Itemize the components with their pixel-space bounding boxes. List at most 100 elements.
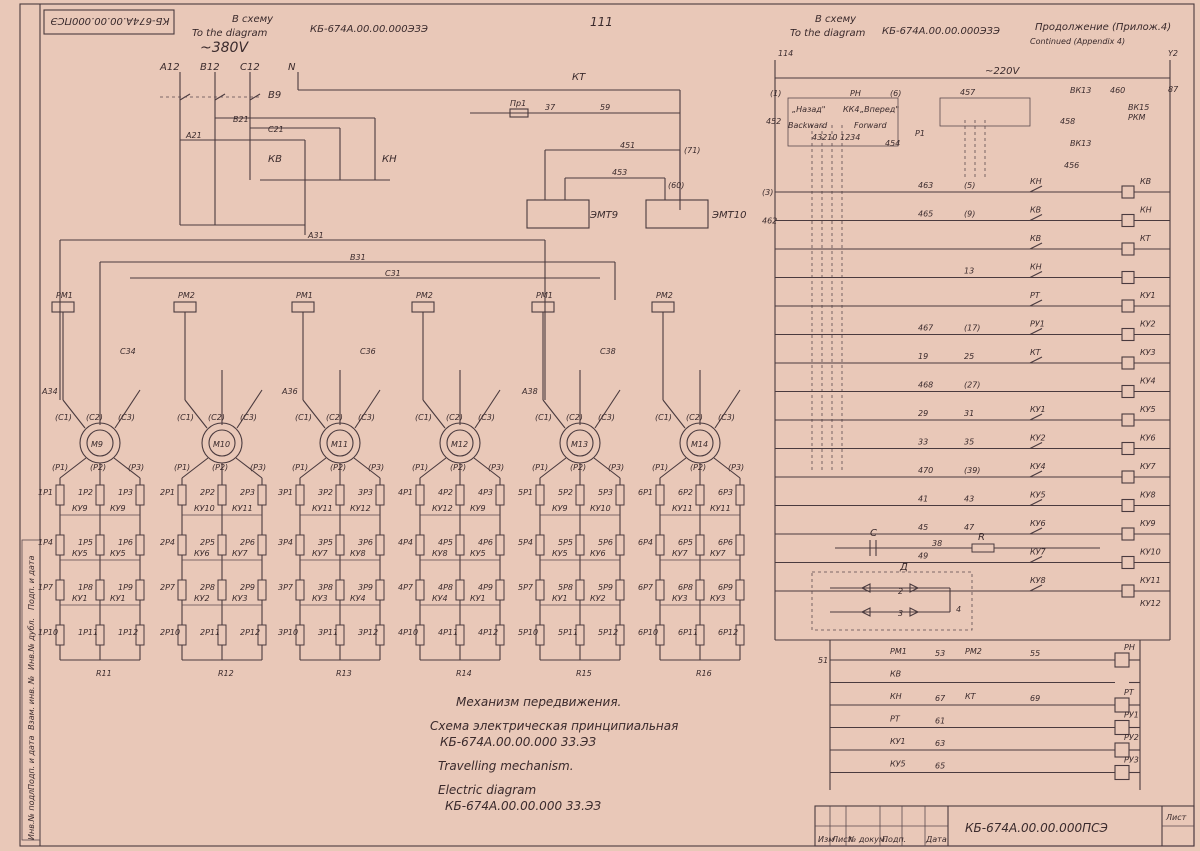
caption-code-ru: КБ-674А.00.00.000 33.ЭЗ — [440, 735, 596, 749]
motor-label: М13 — [571, 440, 588, 449]
contact — [1029, 214, 1043, 221]
resistor-label: 5Р5 — [558, 538, 573, 547]
motor-label: М10 — [213, 440, 230, 449]
rotor-label: (Р3) — [250, 463, 266, 472]
row-coil-label: КУ5 — [1140, 405, 1156, 414]
row-mark-label: (5) — [964, 181, 975, 190]
coil-box — [1121, 242, 1135, 256]
bottom-c1-label: КУ1 — [890, 737, 906, 746]
bottom-c2-label: РМ2 — [965, 647, 982, 656]
phase-label: (С1) — [655, 413, 672, 422]
resistor — [535, 484, 545, 506]
continuation-ru: Продолжение (Прилож.4) — [1035, 22, 1171, 33]
bottom-w1-label: 65 — [935, 762, 945, 771]
contact — [1029, 328, 1043, 335]
phase-label: (С2) — [566, 413, 583, 422]
phase-label: (С1) — [535, 413, 552, 422]
coil-box — [1114, 764, 1130, 781]
resistor — [295, 624, 305, 646]
resistor-group-label: R13 — [336, 669, 352, 678]
contact-label: КУ7 — [232, 549, 249, 558]
resistor-label: 2Р7 — [160, 583, 176, 592]
row-coil-label: КУ10 — [1140, 548, 1161, 557]
svg-text:„Вперед": „Вперед" — [860, 105, 899, 114]
rotor-label: (Р3) — [488, 463, 504, 472]
resistor-label: 1Р5 — [78, 538, 93, 547]
cap-label: С34 — [120, 347, 136, 356]
right-ref-ru: В схему — [815, 14, 857, 25]
rm-label: РМ1 — [536, 291, 553, 300]
resistor-label: 6Р12 — [718, 628, 738, 637]
resistor-label: 6Р3 — [718, 488, 733, 497]
svg-text:Пр1: Пр1 — [510, 99, 526, 108]
svg-text:А31: А31 — [307, 231, 324, 240]
rotor-label: (Р3) — [368, 463, 384, 472]
resistor-label: 6Р10 — [638, 628, 658, 637]
resistor — [535, 534, 545, 556]
rm-relay — [651, 301, 675, 313]
resistor-label: 2Р2 — [200, 488, 215, 497]
contact — [1029, 413, 1043, 421]
rm-relay — [291, 301, 315, 313]
svg-text:В12: В12 — [200, 62, 220, 73]
resistor — [575, 579, 585, 601]
motor-groups: РМ1С34А34(С1)(С2)(С3)М9(Р1)(Р2)(Р3)1Р11Р… — [38, 291, 745, 678]
resistor — [55, 624, 65, 646]
left-strip-labels: Инв.№ подл. Подп. и дата Взам. инв. № Ин… — [27, 555, 36, 840]
svg-text:С12: С12 — [240, 62, 260, 73]
contact — [1029, 527, 1043, 535]
motor-group-4: РМ2(С1)(С2)(С3)М12(Р1)(Р2)(Р3)4Р14Р44Р74… — [398, 291, 505, 678]
rm-relay — [531, 301, 555, 313]
resistor-label: 4Р3 — [478, 488, 493, 497]
resistor — [455, 624, 465, 646]
row-contact-label: КУ7 — [1030, 548, 1047, 557]
rc-bridge — [811, 540, 1100, 631]
svg-text:А12: А12 — [159, 62, 180, 73]
contact — [1029, 356, 1043, 364]
coil-box — [1121, 441, 1135, 456]
resistor — [415, 624, 425, 646]
svg-text:Взам. инв. №: Взам. инв. № — [27, 676, 36, 730]
contact-label: КУ8 — [432, 549, 448, 558]
row-wire-label: 41 — [918, 495, 928, 504]
svg-text:(71): (71) — [684, 146, 700, 155]
svg-text:3: 3 — [898, 609, 903, 618]
phase-label: (С2) — [686, 413, 703, 422]
rm-relay — [173, 301, 197, 313]
resistor-label: 3Р4 — [278, 538, 293, 547]
row-coil-label: КТ — [1140, 234, 1152, 243]
resistor-label: 2Р3 — [240, 488, 255, 497]
svg-text:N: N — [288, 62, 296, 73]
row-wire-label: 467 — [918, 324, 934, 333]
row-mark-label: (17) — [964, 324, 980, 333]
svg-text:Подп.: Подп. — [882, 835, 906, 844]
resistor — [455, 484, 465, 506]
resistor — [495, 534, 505, 556]
rotor-label: (Р1) — [412, 463, 428, 472]
row-coil-label: КУ3 — [1140, 348, 1156, 357]
contact-label: КУ8 — [350, 549, 366, 558]
svg-text:453: 453 — [612, 168, 627, 177]
resistor-label: 2Р12 — [240, 628, 260, 637]
svg-text:Инв.№ дубл.: Инв.№ дубл. — [27, 618, 36, 670]
resistor — [655, 534, 665, 556]
right-ref-en: To the diagram — [790, 28, 866, 39]
svg-text:59: 59 — [600, 103, 610, 112]
contact-label: КУ11 — [672, 504, 693, 513]
phase-label: (С3) — [598, 413, 615, 422]
rotor-label: (Р1) — [292, 463, 308, 472]
svg-text:2: 2 — [898, 587, 903, 596]
svg-text:ЭМТ9: ЭМТ9 — [589, 210, 618, 221]
resistor-label: 3Р6 — [358, 538, 373, 547]
rotor-label: (Р2) — [330, 463, 346, 472]
resistor — [95, 534, 105, 556]
rotor-label: (Р3) — [728, 463, 744, 472]
svg-text:Forward: Forward — [854, 121, 888, 130]
rotor-label: (Р1) — [52, 463, 68, 472]
resistor — [415, 534, 425, 556]
contact-label: КУ12 — [432, 504, 453, 513]
contact-label: КУ1 — [552, 594, 568, 603]
